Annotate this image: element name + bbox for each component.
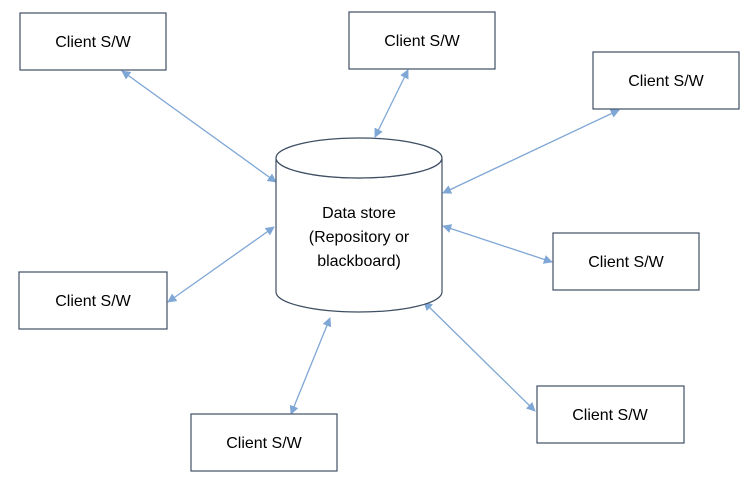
data-store-cylinder: Data store (Repository or blackboard) <box>275 137 443 313</box>
client-label-4: Client S/W <box>55 293 131 310</box>
client-box-1: Client S/W <box>19 12 167 71</box>
client-label-7: Client S/W <box>572 407 648 424</box>
client-box-7: Client S/W <box>536 385 685 444</box>
client-label-6: Client S/W <box>226 435 302 452</box>
connector-client-2 <box>374 69 409 138</box>
client-label-1: Client S/W <box>55 34 131 51</box>
connector-client-4 <box>167 226 275 303</box>
client-box-3: Client S/W <box>592 51 740 110</box>
client-label-5: Client S/W <box>588 254 664 271</box>
connectors <box>121 69 620 415</box>
data-store-top <box>275 137 443 179</box>
client-box-5: Client S/W <box>552 232 700 291</box>
connector-client-3 <box>442 109 620 194</box>
client-label-3: Client S/W <box>628 73 704 90</box>
client-label-2: Client S/W <box>384 33 460 50</box>
connector-client-6 <box>289 317 332 415</box>
connector-client-5 <box>442 224 553 264</box>
client-box-6: Client S/W <box>190 413 338 472</box>
connector-client-1 <box>121 70 277 183</box>
data-store-label-line-2: (Repository or <box>309 229 410 246</box>
connector-client-7 <box>423 301 536 412</box>
client-box-4: Client S/W <box>18 271 168 330</box>
data-store-label-line-3: blackboard) <box>317 253 401 270</box>
client-box-2: Client S/W <box>348 11 496 70</box>
data-store-label-line-1: Data store <box>322 205 396 222</box>
